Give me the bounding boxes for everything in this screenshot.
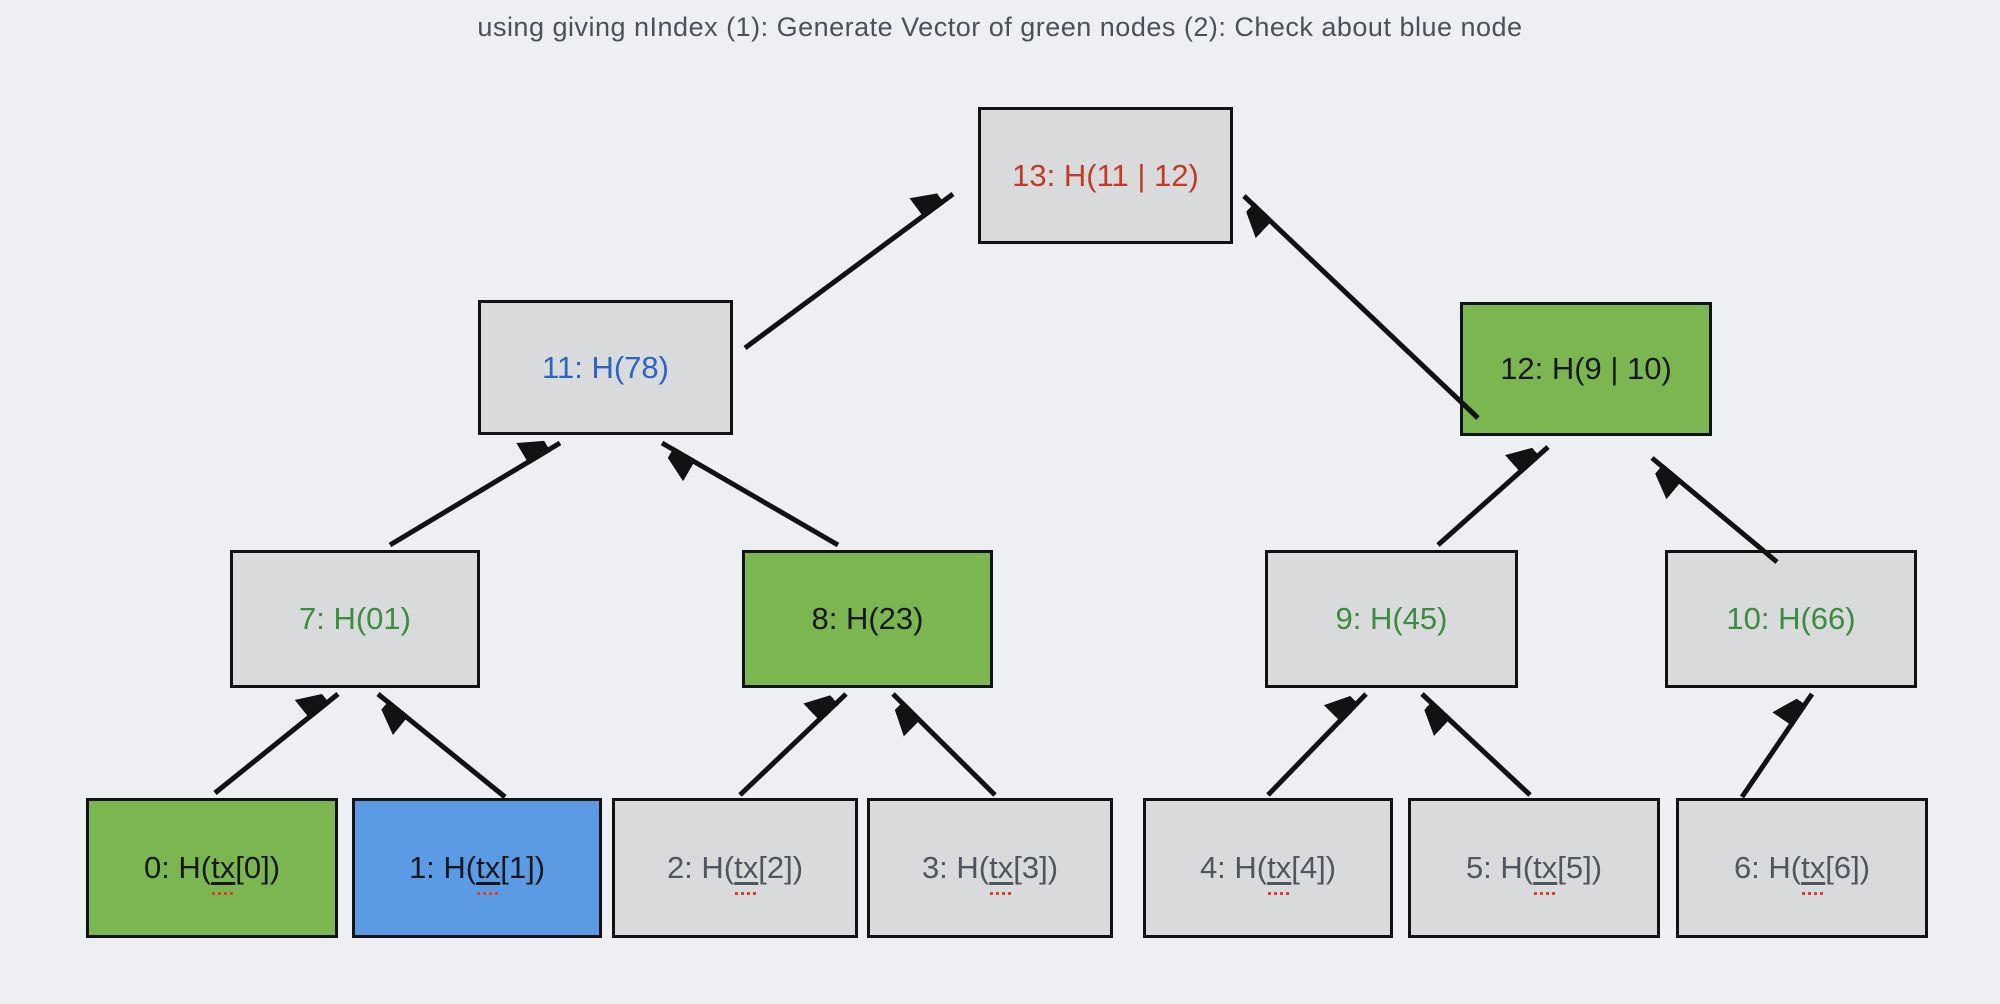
arrow-0-to-7 — [213, 694, 340, 795]
arrow-2-to-8 — [738, 694, 848, 797]
arrow-6-to-10 — [1739, 694, 1815, 799]
arrow-9-to-12 — [1436, 447, 1550, 547]
tx-underlined-text: tx — [1533, 850, 1558, 885]
node-label: 12: H(9 | 10) — [1500, 351, 1672, 386]
node-label: 4: H(tx[4]) — [1199, 850, 1337, 885]
arrow-11-to-13 — [743, 194, 955, 351]
arrow-12-to-13 — [1244, 194, 1480, 420]
tx-underlined-text: tx — [1267, 850, 1292, 885]
tree-node-3: 3: H(tx[3]) — [867, 798, 1113, 938]
tx-underlined-text: tx — [734, 850, 759, 885]
tree-node-11: 11: H(78) — [478, 300, 733, 435]
arrow-4-to-9 — [1266, 694, 1368, 797]
node-label: 3: H(tx[3]) — [921, 850, 1059, 885]
node-label: 6: H(tx[6]) — [1733, 850, 1871, 885]
tree-node-5: 5: H(tx[5]) — [1408, 798, 1660, 938]
tree-node-12: 12: H(9 | 10) — [1460, 302, 1712, 436]
diagram-title: using giving nIndex (1): Generate Vector… — [477, 12, 1523, 42]
arrow-3-to-8 — [893, 692, 997, 797]
tx-underlined-text: tx — [476, 850, 501, 885]
tree-node-1: 1: H(tx[1]) — [352, 798, 602, 938]
arrow-5-to-9 — [1422, 692, 1532, 797]
arrow-10-to-12 — [1652, 456, 1779, 564]
tx-underlined-text: tx — [211, 850, 236, 885]
node-label: 8: H(23) — [811, 601, 924, 636]
node-label: 5: H(tx[5]) — [1465, 850, 1603, 885]
tree-node-4: 4: H(tx[4]) — [1143, 798, 1393, 938]
arrow-8-to-11 — [660, 440, 840, 548]
tree-node-6: 6: H(tx[6]) — [1676, 798, 1928, 938]
node-label: 11: H(78) — [542, 349, 669, 385]
tree-node-10: 10: H(66) — [1665, 550, 1917, 688]
node-label: 2: H(tx[2]) — [666, 850, 804, 885]
node-label: 7: H(01) — [299, 601, 411, 636]
tx-underlined-text: tx — [989, 850, 1014, 885]
tree-node-7: 7: H(01) — [230, 550, 480, 688]
node-label: 9: H(45) — [1335, 601, 1448, 636]
tree-node-9: 9: H(45) — [1265, 550, 1518, 688]
node-label: 10: H(66) — [1726, 601, 1856, 636]
tree-node-0: 0: H(tx[0]) — [86, 798, 338, 938]
node-label: 13: H(11 | 12) — [1012, 157, 1199, 193]
tree-node-2: 2: H(tx[2]) — [612, 798, 858, 938]
tree-node-8: 8: H(23) — [742, 550, 993, 688]
tx-underlined-text: tx — [1801, 850, 1826, 885]
tree-node-13: 13: H(11 | 12) — [978, 107, 1233, 244]
arrow-7-to-11 — [388, 443, 562, 548]
node-label: 1: H(tx[1]) — [408, 850, 546, 885]
node-label: 0: H(tx[0]) — [143, 850, 281, 885]
arrow-1-to-7 — [378, 692, 507, 799]
